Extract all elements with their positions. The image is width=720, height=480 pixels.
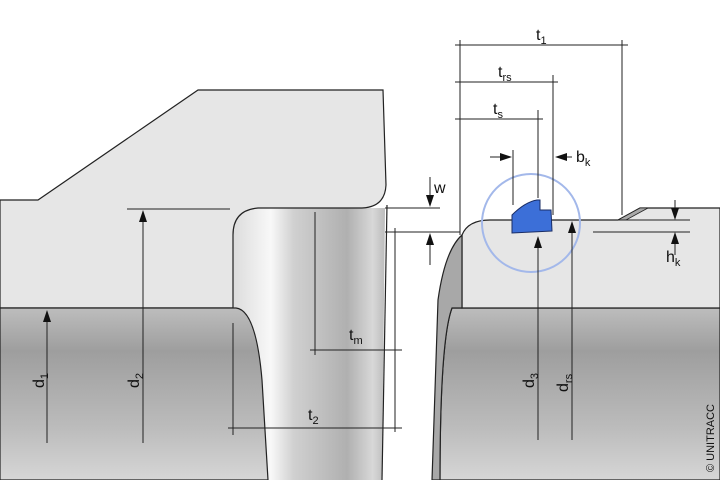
label-t2: t2 [308,407,319,427]
label-w: w [433,180,446,197]
seal [511,199,553,234]
label-ts: ts [493,101,503,121]
spigot-pipe [439,307,720,480]
arrowheads [43,153,679,322]
label-d2: d2 [126,373,146,388]
highlight-circle [481,173,581,273]
spigot-chamfer-edge [431,233,463,480]
label-hk: hk [666,249,681,269]
label-d1: d1 [31,373,51,388]
label-bk: bk [576,149,591,169]
spigot-body [461,207,720,309]
label-trs: trs [498,64,512,84]
label-d3: d3 [521,373,541,388]
copyright: © UNITRACC [705,404,717,472]
dimension-lines [46,40,690,443]
label-drs: drs [555,373,575,392]
socket-body [0,89,387,309]
label-tm: tm [349,327,363,347]
socket-inner-surface [233,208,385,480]
pipe-left [0,307,269,480]
socket-inner-wall [381,204,388,480]
label-t1: t1 [536,27,547,47]
